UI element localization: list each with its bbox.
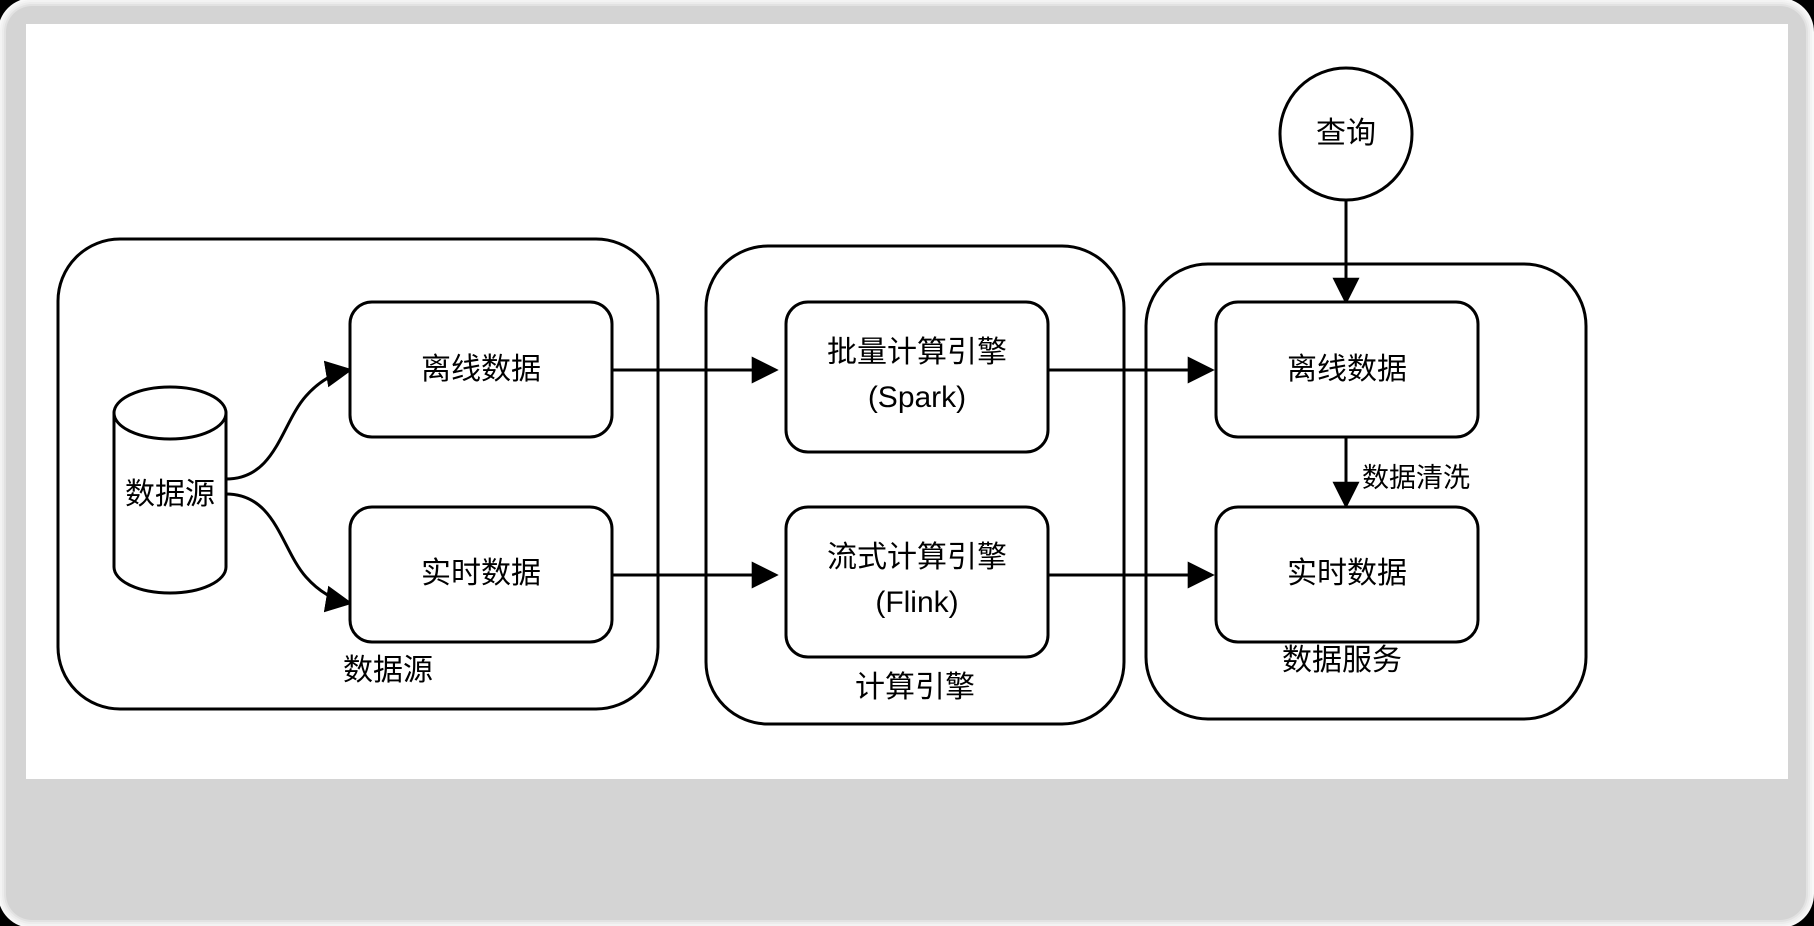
container-data-service[interactable]: 数据服务 — [1144, 262, 1588, 721]
node-query-label: 查询 — [1316, 117, 1376, 150]
cylinder-top — [112, 385, 228, 441]
node-realtime-data-service[interactable]: 实时数据 — [1214, 505, 1480, 644]
node-offline-data-source-label: 离线数据 — [421, 353, 541, 386]
container-compute-engine-label: 计算引擎 — [855, 671, 975, 704]
container-data-source[interactable]: 数据源 — [56, 237, 660, 711]
edge-label-data-cleaning: 数据清洗 — [1362, 463, 1470, 493]
container-compute-engine[interactable]: 计算引擎 — [704, 244, 1126, 726]
node-realtime-data-source-box — [348, 505, 614, 644]
node-data-source-label: 数据源 — [125, 478, 215, 511]
node-stream-compute-engine-sublabel: (Flink) — [875, 586, 958, 619]
node-query-circle — [1278, 66, 1414, 202]
node-realtime-data-source[interactable]: 实时数据 — [348, 505, 614, 644]
edge-db-to-realtime-data — [225, 492, 353, 613]
container-data-service-label: 数据服务 — [1282, 644, 1402, 677]
node-offline-data-source[interactable]: 离线数据 — [348, 300, 614, 439]
node-batch-compute-engine-label: 批量计算引擎 — [827, 336, 1007, 369]
node-stream-compute-engine[interactable]: 流式计算引擎 (Flink) — [784, 505, 1050, 659]
node-batch-compute-engine-box — [784, 300, 1050, 454]
node-query[interactable]: 查询 — [1278, 66, 1414, 202]
container-compute-engine-box — [704, 244, 1126, 726]
node-realtime-data-service-label: 实时数据 — [1287, 557, 1407, 590]
diagram-canvas: 数据源 计算引擎 数据服务 — [26, 24, 1788, 779]
node-offline-data-service-box — [1214, 300, 1480, 439]
node-realtime-data-source-label: 实时数据 — [421, 557, 541, 590]
cylinder-body — [112, 411, 228, 595]
container-data-service-box — [1144, 262, 1588, 721]
node-batch-compute-engine-sublabel: (Spark) — [868, 381, 966, 414]
node-data-source-cylinder[interactable]: 数据源 — [112, 385, 228, 595]
node-realtime-data-service-box — [1214, 505, 1480, 644]
edge-db-to-offline-data — [225, 360, 353, 481]
node-stream-compute-engine-box — [784, 505, 1050, 659]
container-data-source-box — [56, 237, 660, 711]
node-offline-data-service[interactable]: 离线数据 — [1214, 300, 1480, 439]
node-batch-compute-engine[interactable]: 批量计算引擎 (Spark) — [784, 300, 1050, 454]
container-data-source-label: 数据源 — [343, 654, 433, 687]
node-stream-compute-engine-label: 流式计算引擎 — [827, 541, 1007, 574]
flowchart-svg: 数据源 计算引擎 数据服务 — [56, 66, 1588, 726]
node-offline-data-service-label: 离线数据 — [1287, 353, 1407, 386]
node-offline-data-source-box — [348, 300, 614, 439]
